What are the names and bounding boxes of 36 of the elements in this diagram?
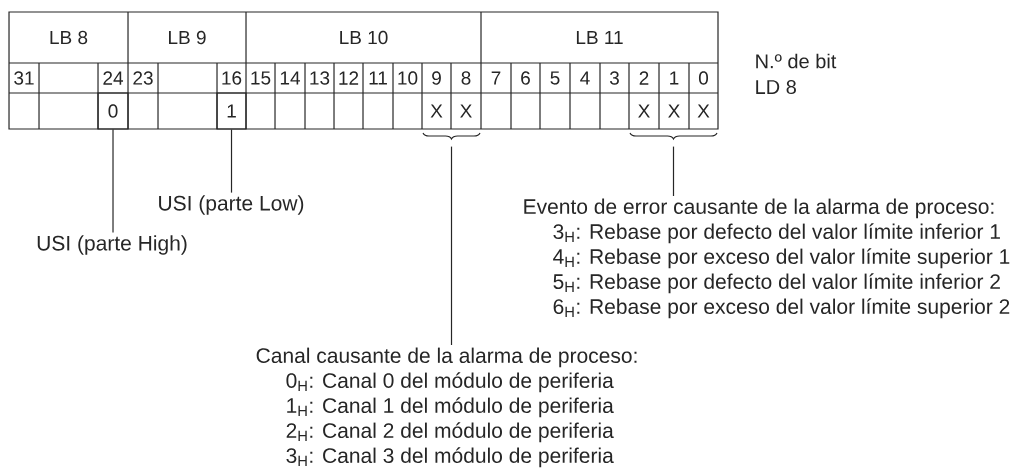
bit-number: 8 <box>461 71 471 85</box>
bit-number: 11 <box>369 71 387 85</box>
bit-number: 10 <box>398 71 418 85</box>
leader-line <box>230 129 233 194</box>
leader-line <box>450 146 453 346</box>
column-header: LB 9 <box>169 30 206 45</box>
bit-number: 3 <box>609 71 619 85</box>
bit-number: 0 <box>698 71 709 85</box>
bit-number: 12 <box>339 71 359 85</box>
annotation-text: USI (parte High) <box>37 235 187 255</box>
bit-number: 6 <box>521 71 530 85</box>
column-header: LB 8 <box>50 30 88 45</box>
bit-number: 23 <box>133 71 153 85</box>
row-label: N.º de bit <box>756 53 837 69</box>
brace <box>422 132 481 140</box>
bit-value-cell: 0 <box>97 92 129 130</box>
row-label: LD 8 <box>756 79 796 95</box>
bit-number: 13 <box>310 71 330 85</box>
bit-number: 4 <box>580 71 590 85</box>
bit-value-cell: 1 <box>216 92 247 130</box>
leader-line <box>672 146 675 197</box>
bit-number: 14 <box>280 71 300 85</box>
column-header: LB 10 <box>340 30 388 45</box>
annotation-text: Evento de error causante de la alarma de proceso: 3$_{H}$: Rebase por defecto del valor límite inferior 1 4$_{H}$: Rebase por exceso del valor límite superior 1 5$_{H}$: Rebase por defecto del valor límite inferior 2 6$_{H}$: Rebase por exceso del valor límite superior 2 <box>524 198 1010 319</box>
leader-line <box>112 129 114 234</box>
brace <box>629 132 718 140</box>
column-header: LB 11 <box>576 30 623 45</box>
bit-number: 9 <box>432 71 441 85</box>
bit-number: 7 <box>491 71 501 85</box>
annotation-text: USI (parte Low) <box>159 195 304 215</box>
bit-number: 1 <box>670 71 679 85</box>
bit-number: 15 <box>251 71 271 85</box>
bit-number: 31 <box>14 71 34 85</box>
bit-number: 2 <box>639 71 649 85</box>
annotation-text: Canal causante de la alarma de proceso: 0$_{H}$: Canal 0 del módulo de periferia 1$_{H}$: Canal 1 del módulo de periferia 2$_{H}$: Canal 2 del módulo de periferia 3$_{H}$: Canal 3 del módulo de periferia <box>256 347 637 468</box>
bit-number: 5 <box>550 71 560 85</box>
